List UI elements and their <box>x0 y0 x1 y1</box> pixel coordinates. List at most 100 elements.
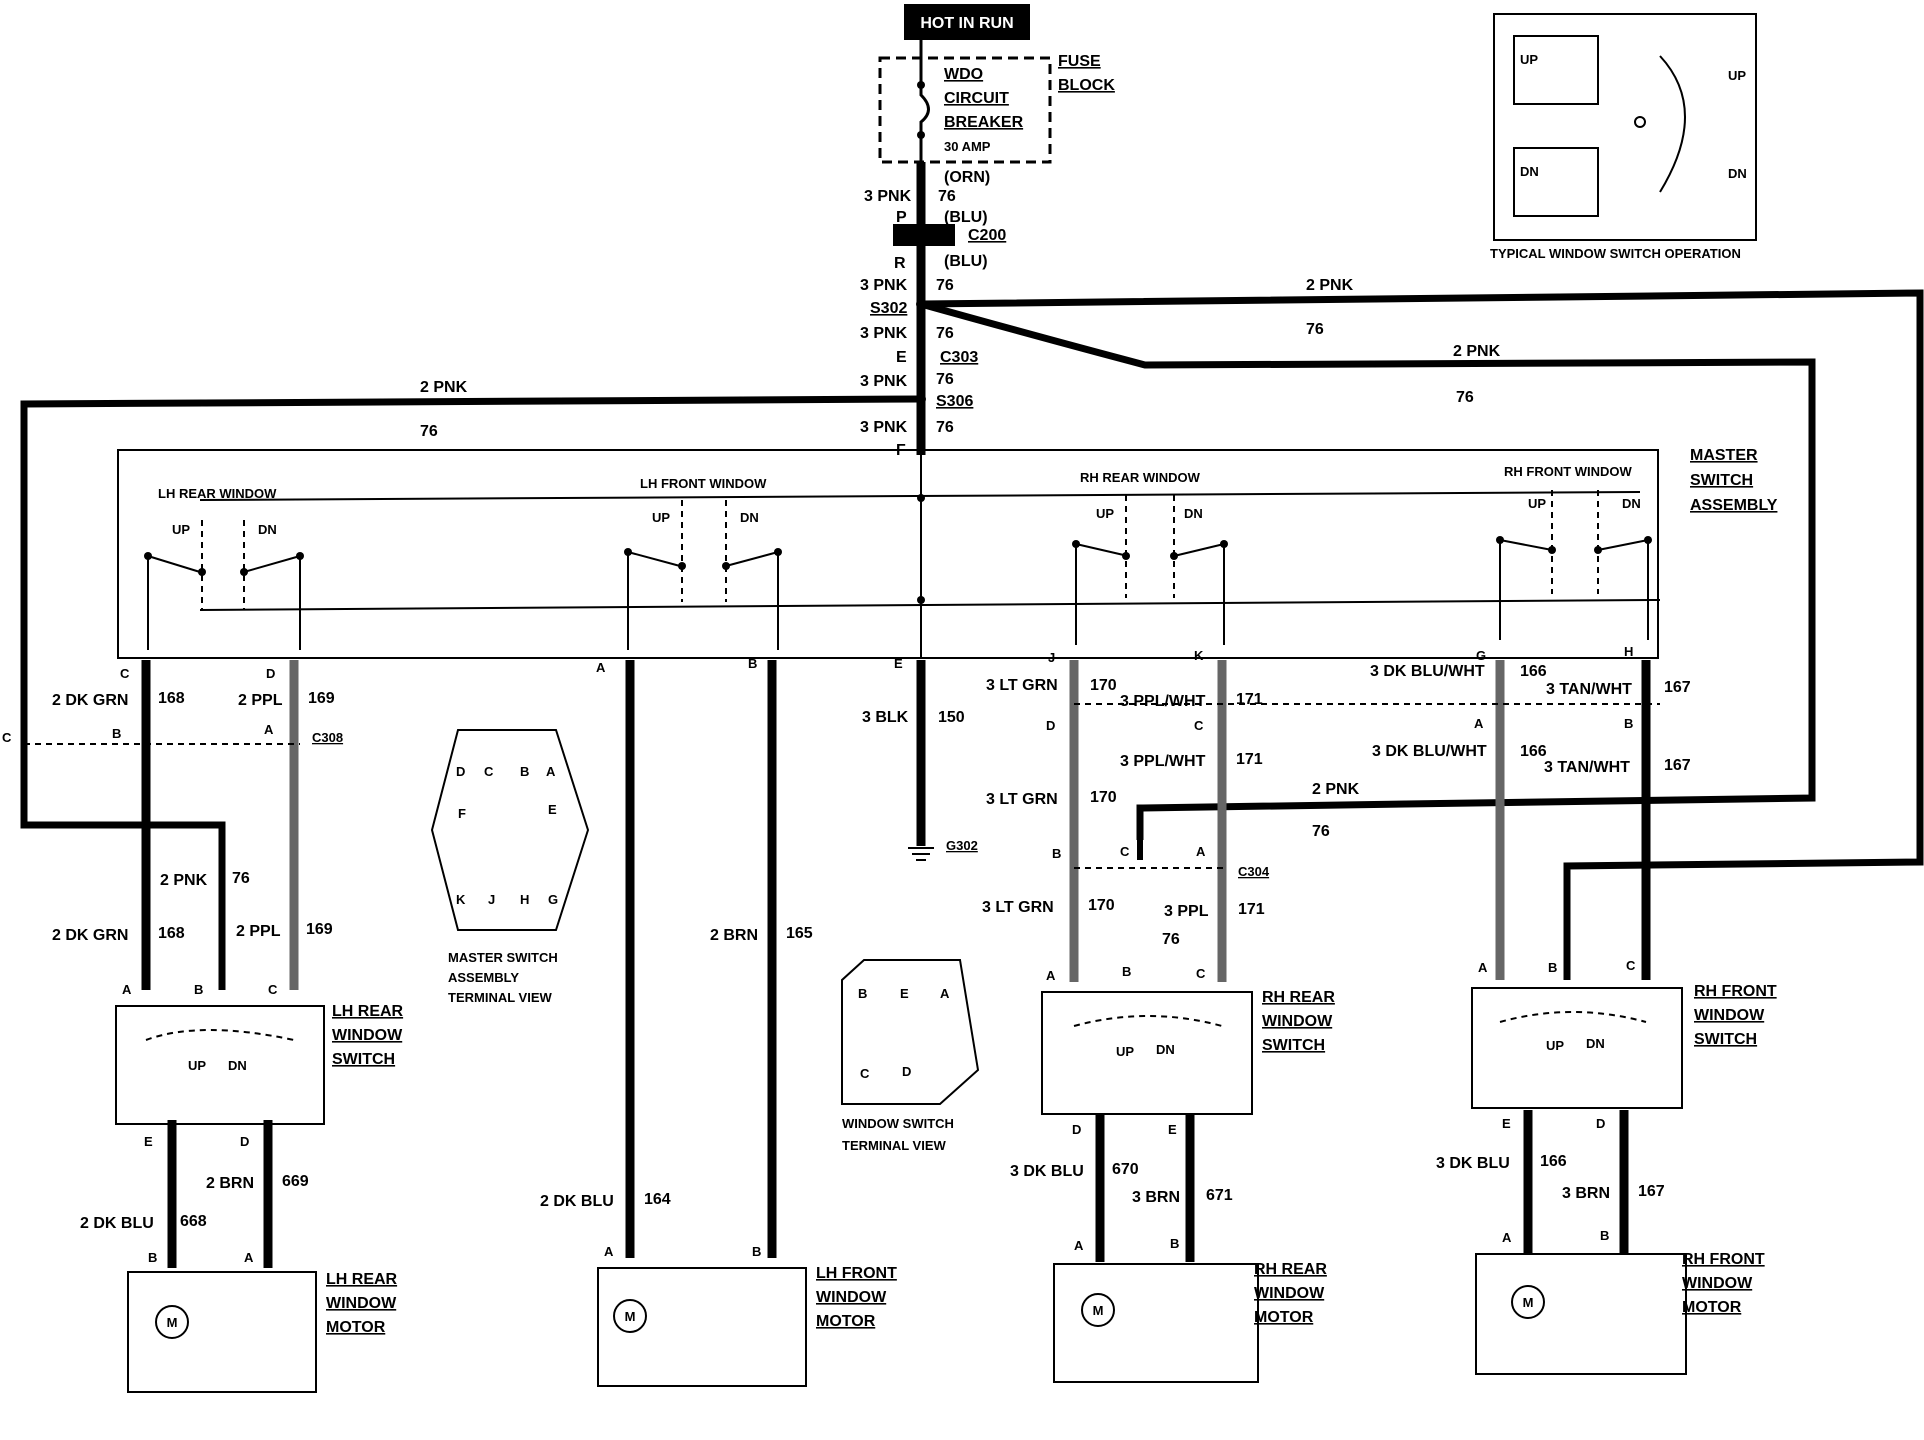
circuit-wires <box>141 660 1651 1268</box>
svg-text:B: B <box>520 764 529 779</box>
svg-text:2 DK BLU: 2 DK BLU <box>80 1215 154 1232</box>
svg-text:2 DK GRN: 2 DK GRN <box>52 692 128 709</box>
svg-text:BLOCK: BLOCK <box>1058 77 1115 94</box>
svg-text:3 DK BLU/WHT: 3 DK BLU/WHT <box>1372 743 1487 760</box>
svg-text:2 DK GRN: 2 DK GRN <box>52 927 128 944</box>
svg-text:170: 170 <box>1088 897 1115 914</box>
svg-text:166: 166 <box>1540 1153 1567 1170</box>
svg-text:164: 164 <box>644 1191 671 1208</box>
svg-text:A: A <box>244 1250 254 1265</box>
lh-rear-window-motor: M B A LH REAR WINDOW MOTOR <box>127 1250 398 1393</box>
svg-text:3 TAN/WHT: 3 TAN/WHT <box>1546 681 1632 698</box>
svg-text:668: 668 <box>180 1213 207 1230</box>
svg-text:MASTER SWITCH: MASTER SWITCH <box>448 950 558 965</box>
svg-text:H: H <box>520 892 529 907</box>
svg-text:76: 76 <box>938 188 956 205</box>
svg-text:C: C <box>1196 966 1206 981</box>
svg-text:RH FRONT: RH FRONT <box>1694 983 1777 1000</box>
svg-text:M: M <box>625 1309 636 1324</box>
svg-text:S302: S302 <box>870 300 907 317</box>
svg-text:A: A <box>122 982 132 997</box>
hot-in-run-label: HOT IN RUN <box>904 4 1030 40</box>
svg-text:B: B <box>1122 964 1131 979</box>
svg-text:171: 171 <box>1236 691 1263 708</box>
svg-text:C: C <box>1626 958 1636 973</box>
svg-text:3 DK BLU/WHT: 3 DK BLU/WHT <box>1370 663 1485 680</box>
svg-text:3 BRN: 3 BRN <box>1562 1185 1610 1202</box>
svg-text:C303: C303 <box>940 349 978 366</box>
svg-text:C308: C308 <box>312 730 343 745</box>
svg-text:E: E <box>900 986 909 1001</box>
rh-rear-window-switch: A B C UP DN RH REAR WINDOW SWITCH <box>1041 964 1335 1115</box>
svg-text:3 PNK: 3 PNK <box>860 325 908 342</box>
svg-text:DN: DN <box>1622 496 1641 511</box>
svg-text:2 PNK: 2 PNK <box>1306 277 1354 294</box>
svg-text:3 PNK: 3 PNK <box>860 277 908 294</box>
svg-text:D: D <box>240 1134 249 1149</box>
rh-front-window-switch: A B C UP DN RH FRONT WINDOW SWITCH <box>1471 958 1777 1109</box>
svg-text:2 PNK: 2 PNK <box>1453 343 1501 360</box>
svg-text:76: 76 <box>936 371 954 388</box>
lh-front-window-motor: M A B LH FRONT WINDOW MOTOR <box>597 1244 897 1387</box>
svg-text:DN: DN <box>1520 164 1539 179</box>
svg-text:2 PNK: 2 PNK <box>1312 781 1360 798</box>
svg-text:76: 76 <box>1306 321 1324 338</box>
svg-text:B: B <box>1624 716 1633 731</box>
svg-text:ASSEMBLY: ASSEMBLY <box>1690 497 1778 514</box>
svg-text:76: 76 <box>232 870 250 887</box>
svg-text:2 PNK: 2 PNK <box>160 872 208 889</box>
pink-bus-wires <box>20 289 1924 990</box>
svg-text:A: A <box>1474 716 1484 731</box>
svg-text:WINDOW: WINDOW <box>1682 1275 1753 1292</box>
svg-text:3 DK BLU: 3 DK BLU <box>1010 1163 1084 1180</box>
svg-text:WINDOW: WINDOW <box>326 1295 397 1312</box>
svg-text:E: E <box>894 656 903 671</box>
gray-wires <box>289 660 1505 990</box>
fuse-block: WDO CIRCUIT BREAKER 30 AMP FUSE BLOCK <box>878 40 1115 164</box>
svg-text:A: A <box>1074 1238 1084 1253</box>
svg-text:FUSE: FUSE <box>1058 53 1101 70</box>
svg-text:B: B <box>1600 1228 1609 1243</box>
svg-text:C: C <box>120 666 130 681</box>
svg-text:SWITCH: SWITCH <box>1694 1031 1757 1048</box>
svg-text:DN: DN <box>1586 1036 1605 1051</box>
svg-text:SWITCH: SWITCH <box>1690 472 1753 489</box>
svg-text:TYPICAL WINDOW SWITCH OPERATIO: TYPICAL WINDOW SWITCH OPERATION <box>1490 246 1741 261</box>
svg-text:A: A <box>1478 960 1488 975</box>
svg-text:170: 170 <box>1090 789 1117 806</box>
ground-g302 <box>908 847 934 861</box>
svg-text:B: B <box>752 1244 761 1259</box>
svg-text:3 PPL/WHT: 3 PPL/WHT <box>1120 693 1206 710</box>
svg-text:E: E <box>896 349 907 366</box>
svg-text:B: B <box>148 1250 157 1265</box>
svg-text:J: J <box>488 892 495 907</box>
svg-text:K: K <box>456 892 466 907</box>
svg-text:30 AMP: 30 AMP <box>944 139 991 154</box>
svg-text:76: 76 <box>420 423 438 440</box>
svg-text:A: A <box>1502 1230 1512 1245</box>
svg-text:DN: DN <box>1728 166 1747 181</box>
svg-text:MOTOR: MOTOR <box>1254 1309 1314 1326</box>
svg-text:C: C <box>860 1066 870 1081</box>
svg-text:169: 169 <box>308 690 335 707</box>
svg-text:UP: UP <box>1116 1044 1134 1059</box>
master-switch-assembly: MASTER SWITCH ASSEMBLY LH REAR WINDOW LH… <box>117 447 1778 659</box>
rh-front-window-motor: M A B RH FRONT WINDOW MOTOR <box>1475 1228 1765 1375</box>
svg-text:MOTOR: MOTOR <box>1682 1299 1742 1316</box>
svg-text:RH REAR: RH REAR <box>1262 989 1335 1006</box>
svg-text:C: C <box>1194 718 1204 733</box>
svg-text:DN: DN <box>258 522 277 537</box>
svg-text:671: 671 <box>1206 1187 1233 1204</box>
rh-rear-window-motor: M A B RH REAR WINDOW MOTOR <box>1053 1236 1327 1383</box>
svg-text:E: E <box>1502 1116 1511 1131</box>
svg-text:C: C <box>2 730 12 745</box>
typical-switch-operation-inset: UP DN UP DN TYPICAL WINDOW SWITCH OPERAT… <box>1490 13 1757 261</box>
svg-text:2 PPL: 2 PPL <box>236 923 281 940</box>
svg-text:UP: UP <box>172 522 190 537</box>
svg-text:K: K <box>1194 648 1204 663</box>
svg-text:150: 150 <box>938 709 965 726</box>
svg-text:WDO: WDO <box>944 66 983 83</box>
svg-text:171: 171 <box>1238 901 1265 918</box>
svg-text:76: 76 <box>936 419 954 436</box>
